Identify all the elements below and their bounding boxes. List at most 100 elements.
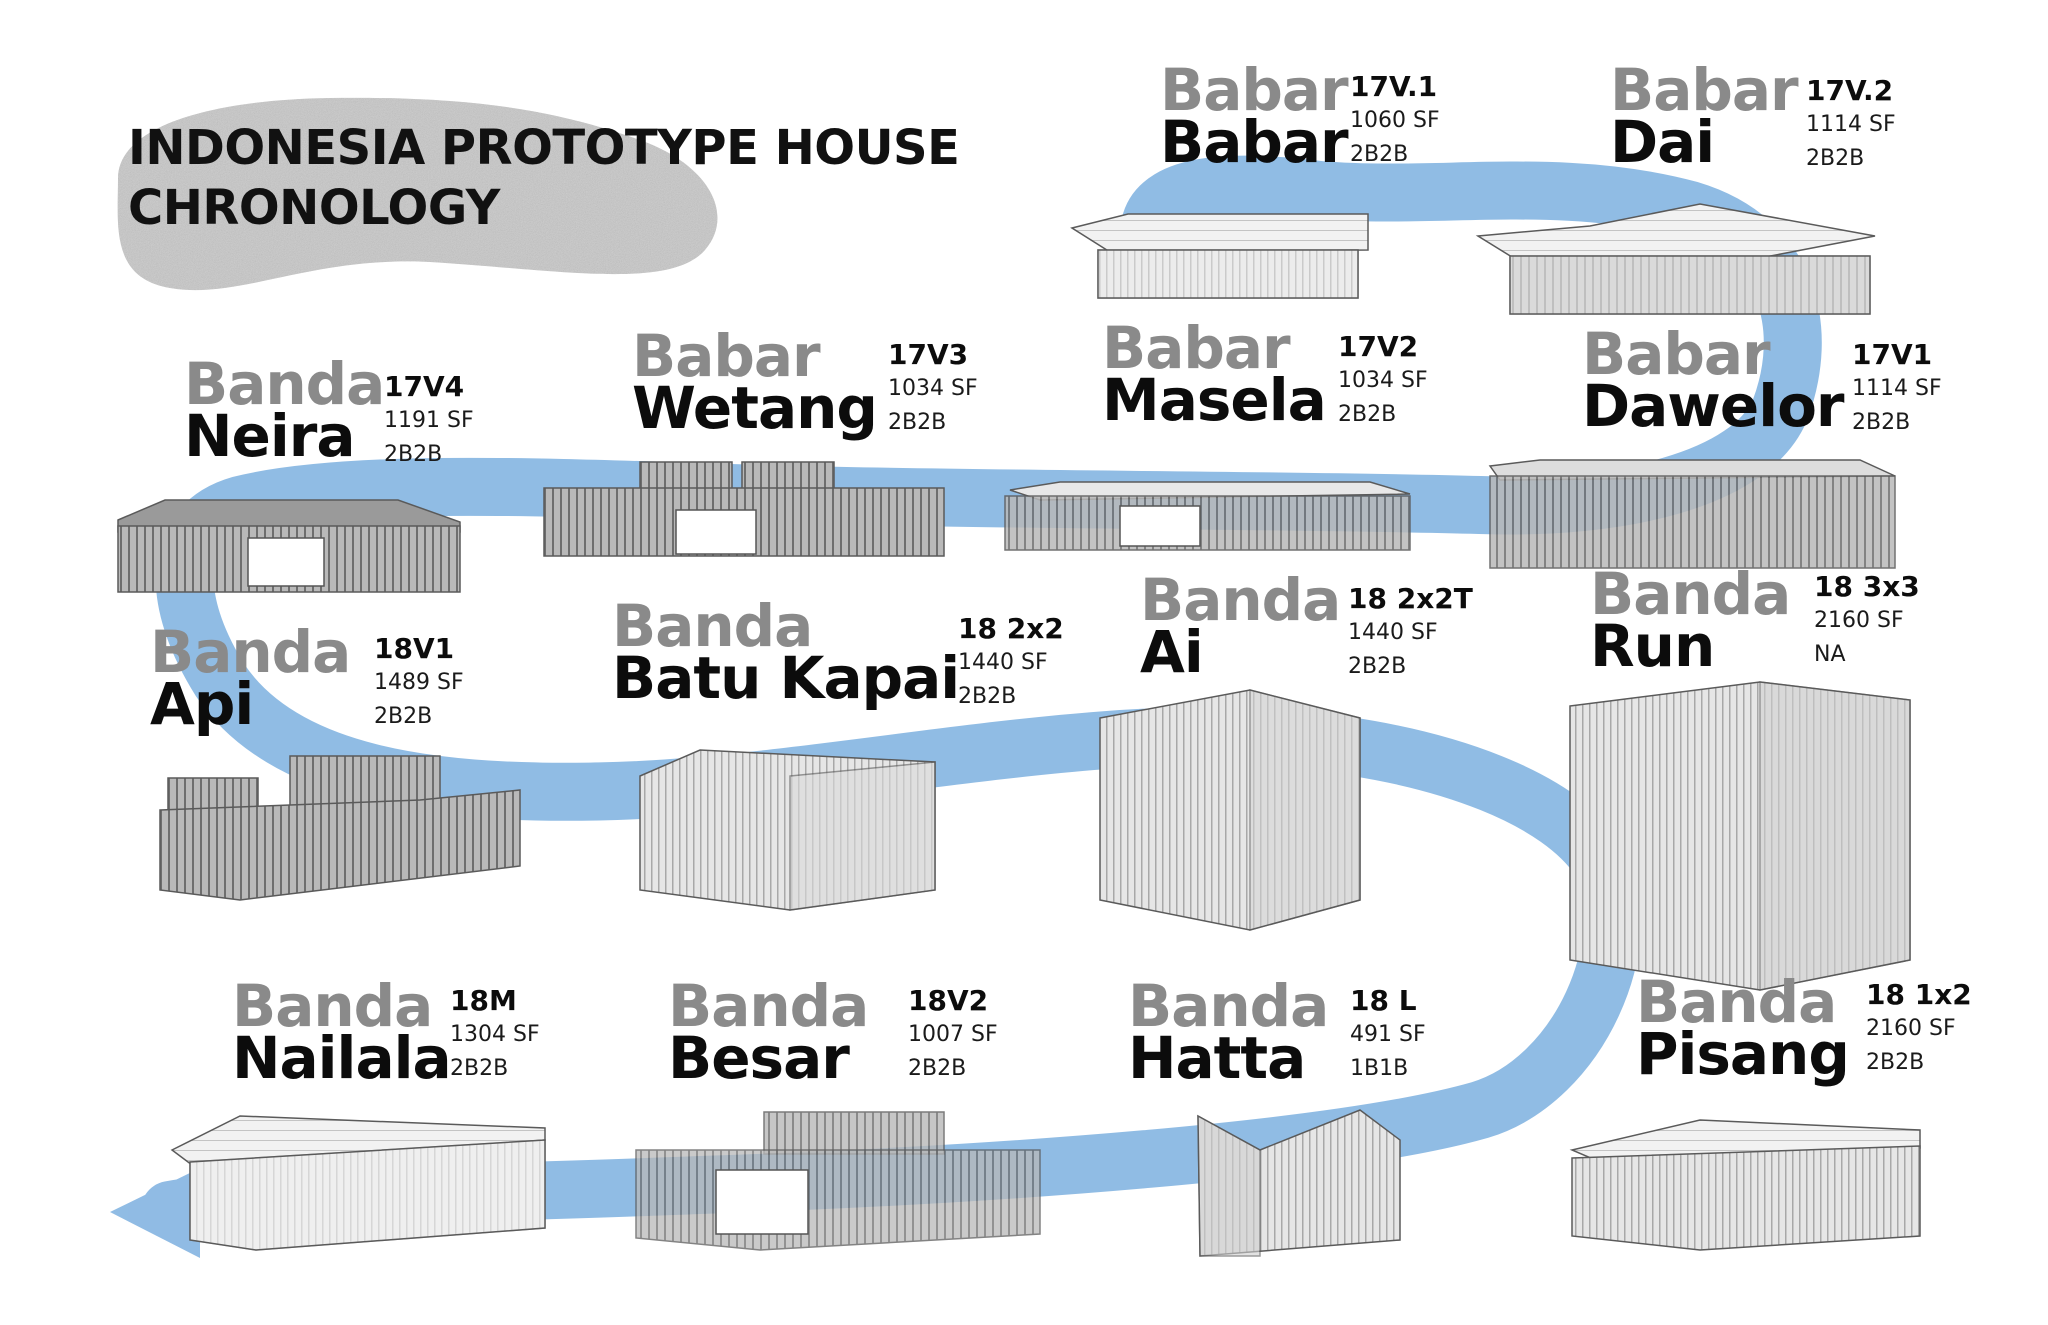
house-name: Run <box>1590 612 1715 680</box>
house-sketch-banda-hatta <box>1197 1109 1401 1257</box>
house-family: Banda <box>184 350 385 418</box>
house-entry-babar-wetang: Babar Wetang 17V3 1034 SF 2B2B <box>632 322 978 442</box>
house-code: 17V3 <box>888 338 969 371</box>
house-specs: 18 2x2T 1440 SF 2B2B <box>1348 582 1473 684</box>
house-entry-banda-run: Banda Run 18 3x3 2160 SF NA <box>1590 560 1920 680</box>
house-sketch-banda-besar <box>635 1111 1041 1251</box>
house-entry-banda-nailala: Banda Nailala 18M 1304 SF 2B2B <box>232 972 540 1092</box>
house-beds: 2B2B <box>908 1056 967 1081</box>
house-entry-banda-neira: Banda Neira 17V4 1191 SF 2B2B <box>184 350 474 470</box>
house-area: 1034 SF <box>888 376 978 401</box>
house-specs: 18 1x2 2160 SF 2B2B <box>1866 978 1972 1080</box>
house-specs: 18V2 1007 SF 2B2B <box>908 984 998 1086</box>
house-area: 1440 SF <box>958 650 1048 675</box>
house-beds: 2B2B <box>888 410 947 435</box>
house-code: 18M <box>450 984 517 1017</box>
house-area: 1304 SF <box>450 1022 540 1047</box>
house-entry-banda-pisang: Banda Pisang 18 1x2 2160 SF 2B2B <box>1636 968 1972 1083</box>
house-entry-babar-dai: Babar Dai 17V.2 1114 SF 2B2B <box>1610 61 1896 176</box>
title-line-2: CHRONOLOGY <box>128 180 500 236</box>
house-name: Nailala <box>232 1024 452 1092</box>
house-entry-babar-babar: Babar Babar 17V.1 1060 SF 2B2B <box>1160 56 1440 176</box>
title-blob <box>117 97 718 291</box>
house-specs: 17V.1 1060 SF 2B2B <box>1350 70 1440 172</box>
house-sketch-babar-masela <box>1004 481 1411 551</box>
house-sketch-banda-run <box>1569 681 1911 991</box>
house-beds: 2B2B <box>384 442 443 467</box>
house-name: Besar <box>668 1024 850 1092</box>
house-area: 1007 SF <box>908 1022 998 1047</box>
house-code: 17V.1 <box>1350 70 1438 103</box>
house-area: 1489 SF <box>374 670 464 695</box>
house-sketch-babar-wetang <box>543 461 945 557</box>
house-code: 17V1 <box>1852 338 1933 371</box>
house-area: 1034 SF <box>1338 368 1428 393</box>
house-name: Dawelor <box>1582 372 1845 440</box>
house-sketch-babar-dai <box>1475 203 1876 315</box>
house-name: Neira <box>184 402 356 470</box>
house-sketch-banda-nailala <box>170 1115 546 1251</box>
house-beds: 2B2B <box>1338 402 1397 427</box>
house-specs: 17V2 1034 SF 2B2B <box>1338 330 1428 432</box>
house-beds: 2B2B <box>1866 1050 1925 1075</box>
house-sketch-babar-dawelor <box>1488 459 1896 569</box>
house-name: Wetang <box>632 374 878 442</box>
house-family: Banda <box>150 618 351 686</box>
house-code: 18V2 <box>908 984 989 1017</box>
house-beds: 2B2B <box>958 684 1017 709</box>
house-code: 18 L <box>1350 984 1417 1017</box>
house-name: Batu Kapai <box>612 644 960 712</box>
house-area: 1440 SF <box>1348 620 1438 645</box>
house-specs: 17V1 1114 SF 2B2B <box>1852 338 1942 440</box>
house-beds: 2B2B <box>1350 142 1409 167</box>
house-specs: 18 L 491 SF 1B1B <box>1350 984 1426 1086</box>
house-family: Banda <box>1128 972 1329 1040</box>
house-code: 18 1x2 <box>1866 978 1972 1011</box>
house-family: Banda <box>612 592 813 660</box>
house-family: Banda <box>1140 566 1341 634</box>
house-specs: 18M 1304 SF 2B2B <box>450 984 540 1086</box>
house-family: Banda <box>1636 968 1837 1036</box>
house-name: Hatta <box>1128 1024 1306 1092</box>
house-beds: 2B2B <box>1852 410 1911 435</box>
house-family: Banda <box>1590 560 1791 628</box>
house-sketch-banda-pisang <box>1569 1119 1921 1251</box>
house-area: 1114 SF <box>1852 376 1942 401</box>
house-area: 2160 SF <box>1814 608 1904 633</box>
house-entry-banda-ai: Banda Ai 18 2x2T 1440 SF 2B2B <box>1140 566 1473 681</box>
house-specs: 18V1 1489 SF 2B2B <box>374 632 464 734</box>
house-entry-banda-batu-kapai: Banda Batu Kapai 18 2x2 1440 SF 2B2B <box>612 592 1064 712</box>
house-code: 17V.2 <box>1806 74 1894 107</box>
house-area: 1191 SF <box>384 408 474 433</box>
page-title: INDONESIA PROTOTYPE HOUSE CHRONOLOGY <box>128 118 960 238</box>
house-code: 18 2x2T <box>1348 582 1473 615</box>
house-family: Babar <box>1582 320 1771 388</box>
house-code: 18 2x2 <box>958 612 1064 645</box>
house-specs: 18 2x2 1440 SF 2B2B <box>958 612 1064 714</box>
house-sketch-banda-batu-kapai <box>639 749 936 911</box>
house-family: Babar <box>632 322 821 390</box>
house-sketch-banda-neira <box>117 499 461 593</box>
house-specs: 18 3x3 2160 SF NA <box>1814 570 1920 672</box>
house-area: 1060 SF <box>1350 108 1440 133</box>
house-name: Masela <box>1102 366 1327 434</box>
house-entry-babar-dawelor: Babar Dawelor 17V1 1114 SF 2B2B <box>1582 320 1942 440</box>
house-family: Banda <box>668 972 869 1040</box>
house-sketch-banda-ai <box>1099 689 1361 931</box>
house-entry-banda-hatta: Banda Hatta 18 L 491 SF 1B1B <box>1128 972 1426 1092</box>
house-name: Api <box>150 670 254 738</box>
house-beds: 2B2B <box>1806 146 1865 171</box>
house-sketch-babar-babar <box>1070 213 1369 299</box>
house-family: Babar <box>1160 56 1349 124</box>
house-specs: 17V.2 1114 SF 2B2B <box>1806 74 1896 176</box>
house-code: 18V1 <box>374 632 455 665</box>
house-family: Banda <box>232 972 433 1040</box>
house-code: 18 3x3 <box>1814 570 1920 603</box>
house-area: 1114 SF <box>1806 112 1896 137</box>
house-name: Dai <box>1610 108 1715 176</box>
house-specs: 17V3 1034 SF 2B2B <box>888 338 978 440</box>
house-illustrations <box>117 203 1921 1257</box>
house-name: Babar <box>1160 108 1349 176</box>
